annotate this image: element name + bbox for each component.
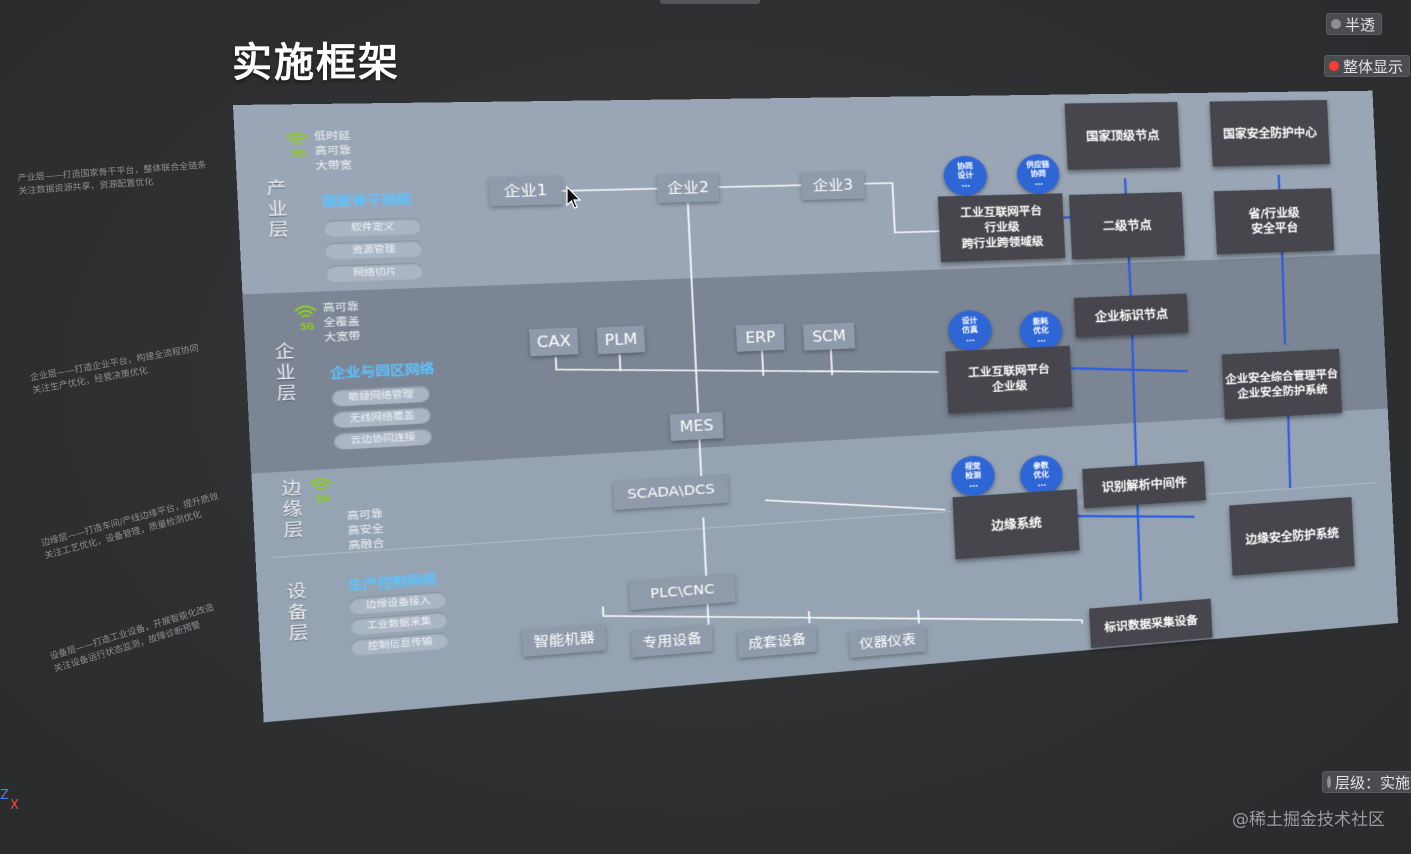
secondary-node[interactable]: 二级节点 <box>1068 191 1185 260</box>
side-note-device: 设备层——打造工业设备，开展智能化改造 关注设备运行状态监测，故障诊断预警 <box>48 602 216 675</box>
side-note-industry: 产业层——打造国家骨干平台，整体联合全链条 关注数据资源共享，资源配置优化 <box>17 160 207 197</box>
top-toolbar-stub <box>660 0 760 4</box>
industry-pill: 软件定义 <box>322 217 422 238</box>
feature-item: 高可靠 <box>314 144 352 158</box>
enterprise-node-2[interactable]: 企业2 <box>656 173 720 203</box>
feature-item: 高可靠 <box>322 301 360 315</box>
radio-circle-icon <box>1327 776 1331 788</box>
translucent-label: 半透 <box>1345 15 1376 34</box>
5g-label: 5G <box>300 322 315 332</box>
enterprise-chain-link <box>562 182 940 243</box>
page-title: 实施框架 <box>232 40 400 86</box>
provincial-security-platform[interactable]: 省/行业级 安全平台 <box>1213 188 1335 255</box>
feature-item: 全覆盖 <box>323 315 360 329</box>
level-selector[interactable]: 层级：实施 <box>1322 771 1411 793</box>
industry-pill: 资源管理 <box>324 240 423 260</box>
system-scm[interactable]: SCM <box>803 322 856 351</box>
5g-label: 5G <box>291 149 307 159</box>
industry-layer-label: 产业层 <box>266 178 290 241</box>
overall-display-label: 整体显示 <box>1343 57 1404 76</box>
overall-display-button[interactable]: 整体显示 <box>1324 55 1411 77</box>
edge-security-system[interactable]: 边缘安全防护系统 <box>1229 497 1355 576</box>
system-mes[interactable]: MES <box>669 411 724 441</box>
edge-layer-label: 边缘层 <box>281 478 304 542</box>
system-erp[interactable]: ERP <box>735 323 785 352</box>
framework-board: 产业层 5G 低时延 高可靠 大带宽 国家骨干网络 软件定义 资源管理 网络切片… <box>233 90 1399 723</box>
enterprise-id-node[interactable]: 企业标识节点 <box>1073 293 1189 338</box>
device-layer-label: 设备层 <box>286 581 310 645</box>
enterprise-layer-label: 企业层 <box>274 342 298 405</box>
5g-label: 5G <box>315 494 331 505</box>
toggle-dot-icon <box>1331 19 1341 29</box>
record-dot-icon <box>1329 61 1339 71</box>
industrial-platform-cross-industry[interactable]: 工业互联网平台 行业级 跨行业跨领域级 <box>937 193 1066 263</box>
industry-network-label: 国家骨干网络 <box>321 192 412 210</box>
enterprise-features: 高可靠 全覆盖 大宽带 <box>322 300 360 346</box>
industry-features: 低时延 高可靠 大带宽 <box>314 129 352 174</box>
enterprise-node-3[interactable]: 企业3 <box>800 170 866 201</box>
enterprise-security-link <box>1286 405 1292 488</box>
edge-features: 高可靠 高安全 高融合 <box>347 507 385 554</box>
feature-item: 大带宽 <box>315 159 353 173</box>
enterprise-security-platform[interactable]: 企业安全综合管理平台 企业安全防护系统 <box>1221 348 1343 420</box>
edge-system[interactable]: 边缘系统 <box>952 489 1080 560</box>
feature-item: 大宽带 <box>323 330 361 344</box>
mouse-cursor-icon <box>566 186 582 209</box>
level-label: 层级：实施 <box>1335 773 1411 792</box>
industrial-platform-enterprise[interactable]: 工业互联网平台 企业级 <box>945 345 1073 414</box>
axis-z-label: Z <box>0 788 9 803</box>
scada-edge-link <box>765 489 945 522</box>
industry-pill: 网络切片 <box>325 262 425 283</box>
feature-item: 高融合 <box>348 537 385 552</box>
vertical-backbone-link <box>688 203 708 613</box>
national-top-node[interactable]: 国家顶级节点 <box>1064 101 1181 170</box>
id-resolution-middleware[interactable]: 识别解析中间件 <box>1082 461 1206 509</box>
system-plm[interactable]: PLM <box>596 325 646 355</box>
enterprise-node-1[interactable]: 企业1 <box>488 175 563 207</box>
translucent-toggle[interactable]: 半透 <box>1326 13 1383 35</box>
national-security-center[interactable]: 国家安全防护中心 <box>1209 99 1331 167</box>
side-note-enterprise: 企业层——打造企业平台，构建全流程协同 关注生产优化，经营决策优化 <box>29 343 200 397</box>
side-note-edge: 边缘层——打造车间/产线边缘平台，提升质效 关注工艺优化，设备管理，质量检测优化 <box>40 491 220 562</box>
axis-x-label: X <box>10 798 19 813</box>
watermark: @稀土掘金技术社区 <box>1232 810 1385 830</box>
system-cax[interactable]: CAX <box>529 327 579 357</box>
feature-item: 低时延 <box>313 130 351 143</box>
